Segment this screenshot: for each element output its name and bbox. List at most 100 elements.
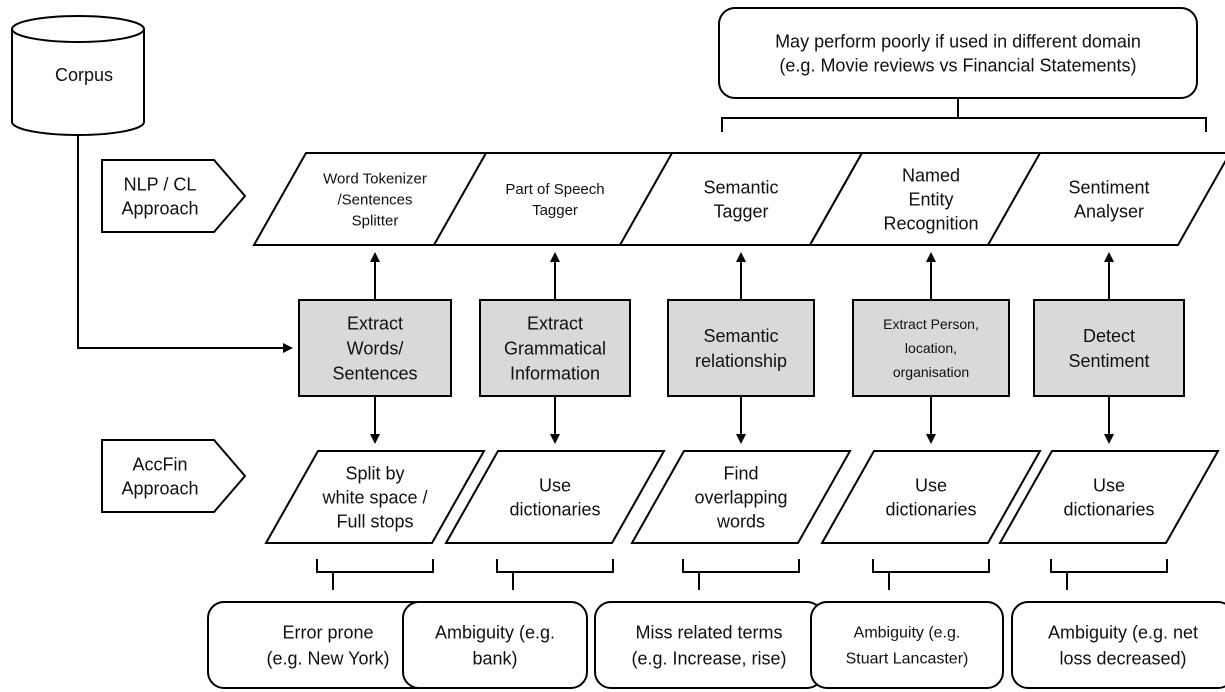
process-label-line: Information — [510, 363, 600, 383]
limitation-label: Ambiguity (e.g. bank) — [435, 622, 555, 668]
tool-label-line: Analyser — [1074, 201, 1144, 221]
limitation-label-line: Miss related terms — [635, 622, 782, 642]
corpus-database-icon: Corpus — [11, 15, 145, 136]
limitation-label-line: Error prone — [282, 622, 373, 642]
accfin-parallelogram — [444, 450, 666, 544]
process-label-line: Detect — [1083, 326, 1135, 346]
limitation-box — [810, 601, 1004, 689]
process-box — [1033, 299, 1185, 397]
tool-label-line: Named — [902, 165, 960, 185]
limitation-label: Miss related terms (e.g. Increase, rise) — [631, 622, 786, 668]
tool-label-line: /Sentences — [337, 191, 412, 208]
accfin-approach-label-line: Approach — [121, 478, 198, 498]
process-label-line: Semantic — [703, 326, 778, 346]
process-label: Extract Person,location,organisation — [883, 316, 979, 380]
nlp-approach-label-line: NLP / CL — [124, 174, 197, 194]
tool-label-line: Tagger — [532, 202, 578, 219]
accfin-parallelogram — [820, 450, 1042, 544]
limitation-label-line: bank) — [472, 648, 517, 668]
nlp-approach-label: NLP / CL Approach — [121, 174, 198, 218]
top-note-box — [718, 7, 1198, 99]
process-label-line: Sentences — [332, 363, 417, 383]
process-label-line: Grammatical — [504, 338, 606, 358]
process-box — [479, 299, 631, 397]
bracket — [496, 559, 614, 590]
accfin-parallelogram — [264, 450, 486, 544]
limitation-label: Ambiguity (e.g. Stuart Lancaster) — [846, 625, 969, 668]
process-label-line: Words/ — [347, 338, 404, 358]
accfin-label-line: Full stops — [336, 511, 413, 531]
accfin-label-line: dictionaries — [1063, 499, 1154, 519]
limitation-label-line: loss decreased) — [1059, 648, 1186, 668]
accfin-label: Use dictionaries — [509, 475, 600, 519]
tool-label-line: Word Tokenizer — [323, 170, 427, 187]
limitation-box — [594, 601, 824, 689]
tool-label-line: Entity — [908, 189, 953, 209]
process-box — [667, 299, 815, 397]
limitation-label-line: (e.g. New York) — [266, 648, 389, 668]
limitation-label-line: Ambiguity (e.g. net — [1048, 622, 1198, 642]
limitation-box — [402, 601, 588, 689]
accfin-approach-badge — [101, 439, 247, 513]
accfin-label-line: white space / — [321, 487, 427, 507]
limitation-label: Ambiguity (e.g. net loss decreased) — [1048, 622, 1198, 668]
limitation-label: Error prone (e.g. New York) — [266, 622, 389, 668]
process-label-line: location, — [905, 340, 957, 356]
accfin-label-line: overlapping — [694, 487, 787, 507]
tool-label-line: Splitter — [352, 212, 399, 229]
limitation-label-line: Stuart Lancaster) — [846, 651, 969, 668]
accfin-label-line: dictionaries — [885, 499, 976, 519]
process-label-line: Extract — [347, 313, 403, 333]
corpus-label: Corpus — [55, 65, 113, 85]
bracket — [872, 559, 990, 590]
process-label-line: Sentiment — [1068, 351, 1149, 371]
nlp-approach-label-line: Approach — [121, 198, 198, 218]
accfin-label-line: Find — [723, 463, 758, 483]
process-label: Semantic relationship — [695, 326, 787, 371]
nlp-approach-badge — [101, 159, 247, 233]
tool-label-line: Sentiment — [1068, 177, 1149, 197]
top-note-text-line: May perform poorly if used in different … — [775, 31, 1141, 51]
limitation-box — [1011, 601, 1225, 689]
process-label-line: Extract — [527, 313, 583, 333]
limitation-label-line: Ambiguity (e.g. — [435, 622, 555, 642]
accfin-label: Split by white space / Full stops — [321, 463, 427, 531]
accfin-label: Find overlapping words — [694, 463, 787, 531]
bracket — [682, 559, 800, 590]
accfin-label-line: Split by — [345, 463, 404, 483]
tool-label-line: Part of Speech — [505, 181, 604, 198]
top-note-bracket — [721, 98, 1207, 132]
accfin-label-line: words — [716, 511, 765, 531]
tool-label-line: Semantic — [703, 177, 778, 197]
process-box — [298, 299, 452, 397]
process-label-line: Extract Person, — [883, 316, 979, 332]
accfin-label-line: Use — [539, 475, 571, 495]
accfin-label-line: Use — [915, 475, 947, 495]
accfin-label: Use dictionaries — [885, 475, 976, 519]
limitation-label-line: (e.g. Increase, rise) — [631, 648, 786, 668]
bracket — [316, 559, 434, 590]
process-label-line: relationship — [695, 351, 787, 371]
accfin-parallelogram — [630, 450, 852, 544]
accfin-label-line: dictionaries — [509, 499, 600, 519]
tool-label-line: Recognition — [883, 213, 978, 233]
limitation-label-line: Ambiguity (e.g. — [854, 625, 961, 642]
top-note-text-line: (e.g. Movie reviews vs Financial Stateme… — [779, 55, 1136, 75]
